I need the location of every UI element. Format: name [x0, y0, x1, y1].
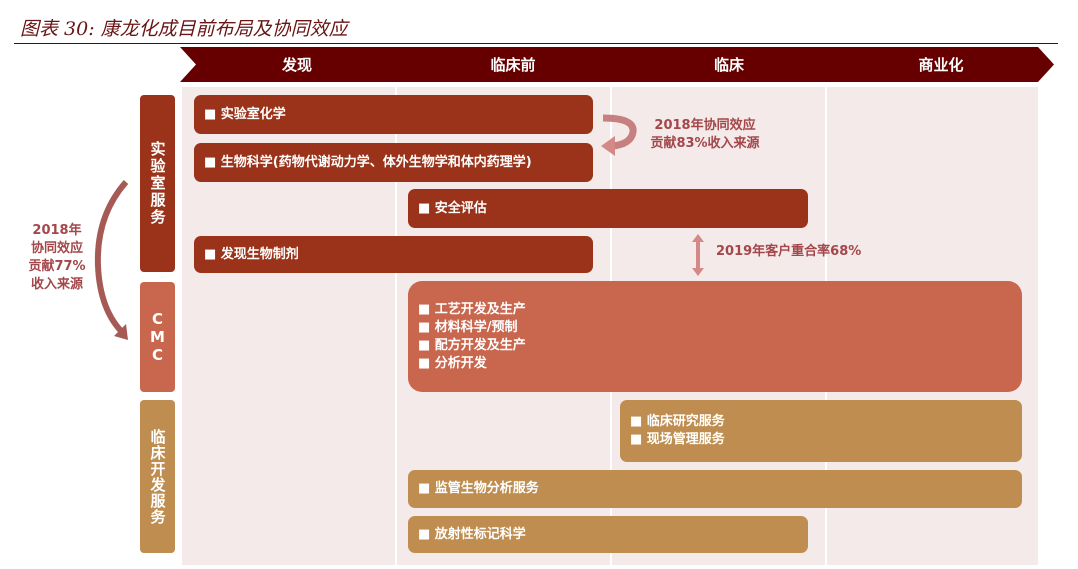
customer-overlap-note: 2019年客户重合率68% [716, 244, 862, 259]
box-clinical-services: ■ 临床研究服务 ■ 现场管理服务 [620, 400, 1022, 462]
box-radiolabel-science: ■ 放射性标记科学 [408, 516, 808, 553]
cmc-item: ■ 材料科学/预制 [418, 319, 518, 335]
note-line: 2018年协同效应 [654, 118, 756, 133]
stage-commercial: 商业化 [828, 47, 1054, 82]
note-line: 收入来源 [30, 277, 83, 292]
double-arrow-icon [692, 234, 704, 276]
synergy-83-note: 2018年协同效应 贡献83%收入来源 [640, 117, 770, 153]
stage-clinical: 临床 [612, 47, 846, 82]
box-lab-chemistry: ■ 实验室化学 [194, 95, 593, 134]
note-line: 2018年 [32, 223, 82, 238]
box-cmc: ■ 工艺开发及生产 ■ 材料科学/预制 ■ 配方开发及生产 ■ 分析开发 [408, 281, 1022, 392]
cmc-item: ■ 配方开发及生产 [418, 337, 526, 353]
box-discovery-biologics: ■ 发现生物制剂 [194, 236, 593, 273]
clinical-item: ■ 临床研究服务 [630, 414, 725, 429]
note-line: 贡献77% [28, 259, 86, 274]
box-safety-assessment: ■ 安全评估 [408, 189, 808, 228]
box-regulatory-bioanalysis: ■ 监管生物分析服务 [408, 470, 1022, 508]
title-divider [14, 43, 1058, 44]
category-clinical-dev: 临床开发服务 [140, 400, 175, 553]
note-line: 贡献83%收入来源 [650, 136, 760, 151]
category-lab-services: 实验室服务 [140, 95, 175, 272]
clinical-item: ■ 现场管理服务 [630, 432, 725, 447]
stage-discovery: 发现 [180, 47, 414, 82]
cmc-item: ■ 工艺开发及生产 [418, 301, 526, 317]
left-curved-arrow-icon [94, 180, 129, 340]
box-bioscience: ■ 生物科学(药物代谢动力学、体外生物学和体内药理学) [194, 143, 593, 182]
curved-arrow-icon [601, 114, 637, 156]
synergy-77-note: 2018年 协同效应 贡献77% 收入来源 [22, 222, 92, 294]
note-line: 协同效应 [30, 241, 83, 256]
category-cmc: CMC [140, 282, 175, 392]
cmc-item: ■ 分析开发 [418, 355, 487, 371]
figure-title: 图表 30: 康龙化成目前布局及协同效应 [20, 18, 348, 40]
stage-preclinical: 临床前 [396, 47, 630, 82]
